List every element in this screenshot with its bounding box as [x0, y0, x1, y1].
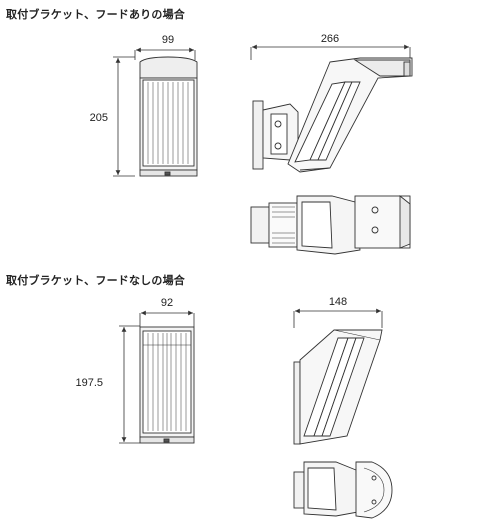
dimension-front-width-2: 92 — [139, 297, 195, 327]
front-view-without-hood — [139, 326, 195, 444]
dim-197-5: 197.5 — [75, 377, 103, 389]
dimension-front-width-1: 99 — [134, 34, 196, 60]
dim-99: 99 — [162, 34, 174, 46]
dimension-height-2: 197.5 — [75, 325, 140, 444]
section-heading-without-hood: 取付ブラケット、フードなしの場合 — [6, 274, 185, 287]
dim-266: 266 — [321, 33, 339, 45]
side-view-with-hood — [252, 57, 413, 173]
front-view-with-hood — [139, 56, 198, 177]
dim-205: 205 — [90, 112, 108, 124]
dimension-side-depth-2: 148 — [293, 296, 383, 328]
section-heading-with-hood: 取付ブラケット、フードありの場合 — [6, 8, 185, 21]
dim-92: 92 — [161, 297, 173, 309]
dim-148: 148 — [329, 296, 347, 308]
side-view-without-hood — [293, 329, 383, 445]
dimension-height-1: 205 — [90, 56, 135, 177]
dimension-side-depth-1: 266 — [250, 33, 411, 60]
bottom-view-without-hood — [293, 461, 393, 519]
bottom-view-with-hood — [250, 195, 411, 255]
